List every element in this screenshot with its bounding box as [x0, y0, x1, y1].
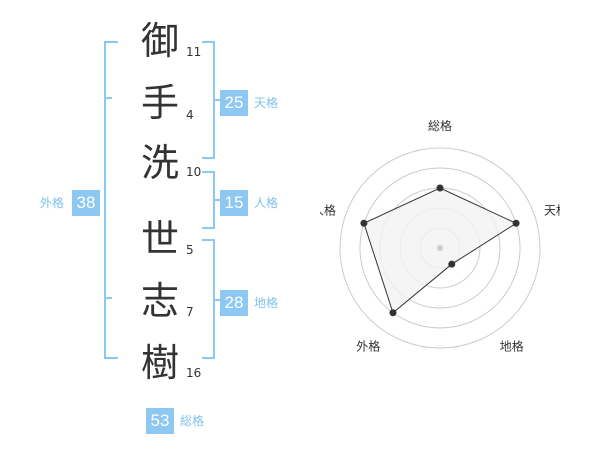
stroke-count-5: 7 — [186, 305, 194, 319]
radar-ring-4 — [359, 167, 521, 329]
tenkaku-value-badge: 25 — [220, 90, 248, 116]
radar-point-0 — [436, 184, 444, 192]
gaikaku-bracket — [104, 41, 118, 359]
radar-ring-5 — [339, 147, 541, 349]
radar-point-2 — [448, 260, 456, 268]
jinkaku-bracket — [202, 171, 221, 229]
tenkaku-bracket — [202, 41, 221, 159]
radar-point-3 — [389, 309, 397, 317]
name-char-6: 樹 — [140, 341, 179, 385]
stroke-count-6: 16 — [186, 366, 202, 380]
stroke-count-2: 4 — [186, 108, 194, 122]
stroke-count-3: 10 — [186, 165, 202, 179]
radar-point-4 — [360, 219, 368, 227]
jinkaku-value-badge: 15 — [220, 190, 248, 216]
soukaku-value-badge: 53 — [146, 408, 174, 434]
radar-axis-label-4: 人格 — [320, 202, 336, 217]
radar-axis-label-0: 総格 — [428, 120, 452, 133]
name-char-1: 御 — [140, 19, 179, 63]
gaikaku-label: 外格 — [40, 196, 65, 210]
chikaku-label: 地格 — [254, 296, 279, 310]
stroke-count-1: 11 — [186, 45, 202, 59]
name-char-2: 手 — [140, 81, 179, 125]
radar-chart: 総格天格地格 外格 人格 — [320, 120, 560, 354]
name-char-3: 洗 — [140, 141, 179, 185]
radar-center — [437, 245, 443, 251]
radar-axis-label-1: 天格 — [544, 202, 560, 217]
chikaku-value-badge: 28 — [220, 290, 248, 316]
radar-axis-label-2: 地格 — [500, 339, 524, 354]
chikaku-bracket — [202, 239, 221, 359]
gaikaku-value-badge: 38 — [72, 190, 100, 216]
tenkaku-label: 天格 — [254, 96, 279, 110]
stroke-count-4: 5 — [186, 243, 194, 257]
radar-axis-label-3: 外格 — [356, 339, 380, 354]
radar-point-1 — [512, 219, 520, 227]
name-char-5: 志 — [140, 279, 179, 323]
soukaku-label: 総格 — [180, 414, 205, 428]
jinkaku-label: 人格 — [254, 196, 279, 210]
name-char-4: 世 — [140, 217, 179, 261]
